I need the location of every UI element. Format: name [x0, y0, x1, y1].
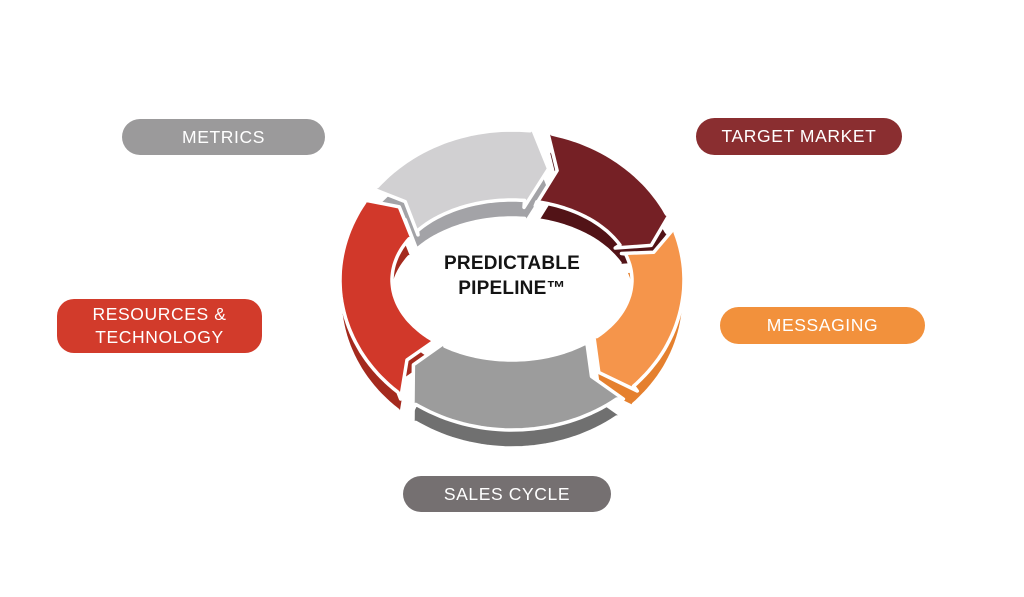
pill-target-market-label: TARGET MARKET	[721, 126, 877, 147]
pill-sales-cycle: SALES CYCLE	[403, 476, 611, 512]
pill-metrics-label: METRICS	[182, 126, 265, 147]
pill-messaging: MESSAGING	[720, 307, 925, 344]
ring-segment-target-market	[533, 127, 674, 250]
pill-metrics: METRICS	[122, 119, 325, 155]
center-label: PREDICTABLE PIPELINE™	[392, 251, 632, 301]
center-label-line1: PREDICTABLE	[444, 253, 580, 274]
ring-segment-messaging	[591, 224, 686, 393]
pill-target-market: TARGET MARKET	[696, 118, 902, 155]
ring-segment-sales-cycle	[411, 336, 626, 432]
pill-resources-technology: RESOURCES & TECHNOLOGY	[57, 299, 262, 353]
ring-segment-metrics	[369, 122, 551, 237]
ring-segment-resources-technology	[338, 197, 440, 401]
pill-messaging-label: MESSAGING	[766, 315, 879, 336]
ring-segment-faces	[338, 122, 686, 432]
pill-resources-technology-label: RESOURCES & TECHNOLOGY	[92, 304, 227, 347]
pill-sales-cycle-label: SALES CYCLE	[443, 483, 571, 504]
center-label-line2: PIPELINE™	[458, 278, 566, 299]
